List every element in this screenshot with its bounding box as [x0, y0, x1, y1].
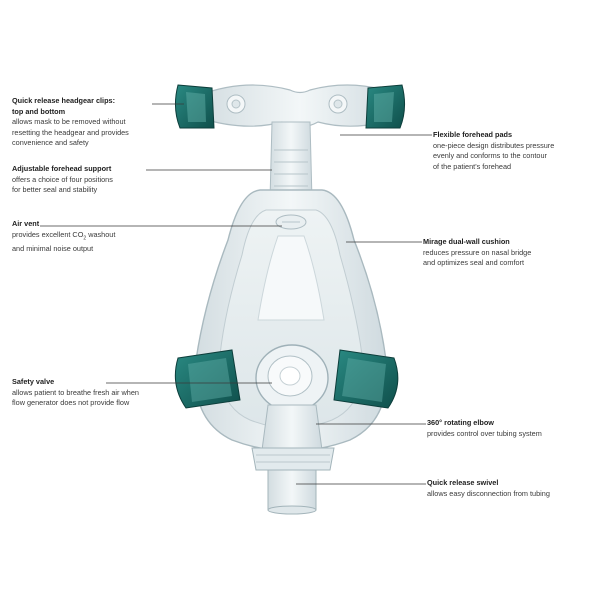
quick-release-swivel [251, 447, 335, 515]
callout-headgear-clips-line: convenience and safety [12, 138, 89, 148]
air-vent-line1-pre: provides excellent CO [12, 229, 84, 239]
air-vent-line1-sub: 2 [83, 235, 87, 242]
bottom-left-headgear-clip [174, 349, 241, 409]
bottom-right-headgear-clip [333, 349, 399, 409]
callout-forehead-pads-line: evenly and conforms to the contour [433, 151, 547, 161]
callout-swivel: Quick release swivel allows easy disconn… [427, 478, 595, 499]
forehead-support-post [269, 121, 313, 201]
top-right-headgear-clip [365, 84, 406, 129]
rotating-elbow [255, 344, 329, 451]
callout-cushion-line: and optimizes seal and comfort [423, 258, 524, 268]
callout-headgear-clips: Quick release headgear clips: top and bo… [12, 96, 162, 149]
callout-air-vent-line2: and minimal noise output [12, 243, 94, 253]
callout-safety-valve-line: flow generator does not provide flow [12, 398, 130, 408]
callout-safety-valve-title: Safety valve [12, 377, 55, 386]
callout-forehead-pads-title: Flexible forehead pads [433, 130, 513, 139]
callout-forehead-pads-line: one-piece design distributes pressure [433, 140, 555, 150]
callout-safety-valve: Safety valve allows patient to breathe f… [12, 377, 172, 409]
callout-forehead-pads-line: of the patient's forehead [433, 161, 512, 171]
callout-headgear-clips-line: resetting the headgear and provides [12, 127, 129, 137]
callout-headgear-clips-title2: top and bottom [12, 106, 66, 116]
callout-cushion-line: reduces pressure on nasal bridge [423, 247, 532, 257]
callout-cushion: Mirage dual-wall cushion reduces pressur… [423, 237, 593, 269]
callout-elbow: 360° rotating elbow provides control ove… [427, 418, 595, 439]
air-vent-line1-post: washout [86, 229, 116, 239]
callout-air-vent-title: Air vent [12, 219, 40, 228]
callout-forehead-support-line: for better seal and stability [12, 185, 98, 195]
forehead-pad-bar [199, 84, 401, 128]
air-vent [275, 214, 307, 230]
callout-cushion-title: Mirage dual-wall cushion [423, 237, 510, 246]
callout-elbow-line: provides control over tubing system [427, 428, 542, 438]
callout-forehead-pads: Flexible forehead pads one-piece design … [433, 130, 593, 172]
callout-air-vent-line1: provides excellent CO2 washout [12, 230, 162, 244]
callout-safety-valve-line: allows patient to breathe fresh air when [12, 387, 139, 397]
callout-headgear-clips-title: Quick release headgear clips: [12, 96, 116, 105]
top-left-headgear-clip [174, 84, 215, 129]
leader-lines [40, 103, 432, 485]
callout-swivel-line: allows easy disconnection from tubing [427, 488, 550, 498]
callout-forehead-support-line: offers a choice of four positions [12, 174, 113, 184]
callout-elbow-title: 360° rotating elbow [427, 418, 494, 427]
callout-swivel-title: Quick release swivel [427, 478, 499, 487]
callout-headgear-clips-line: allows mask to be removed without [12, 117, 126, 127]
callout-air-vent: Air vent provides excellent CO2 washout … [12, 219, 162, 254]
callout-forehead-support-title: Adjustable forehead support [12, 164, 112, 173]
callout-forehead-support: Adjustable forehead support offers a cho… [12, 164, 162, 196]
